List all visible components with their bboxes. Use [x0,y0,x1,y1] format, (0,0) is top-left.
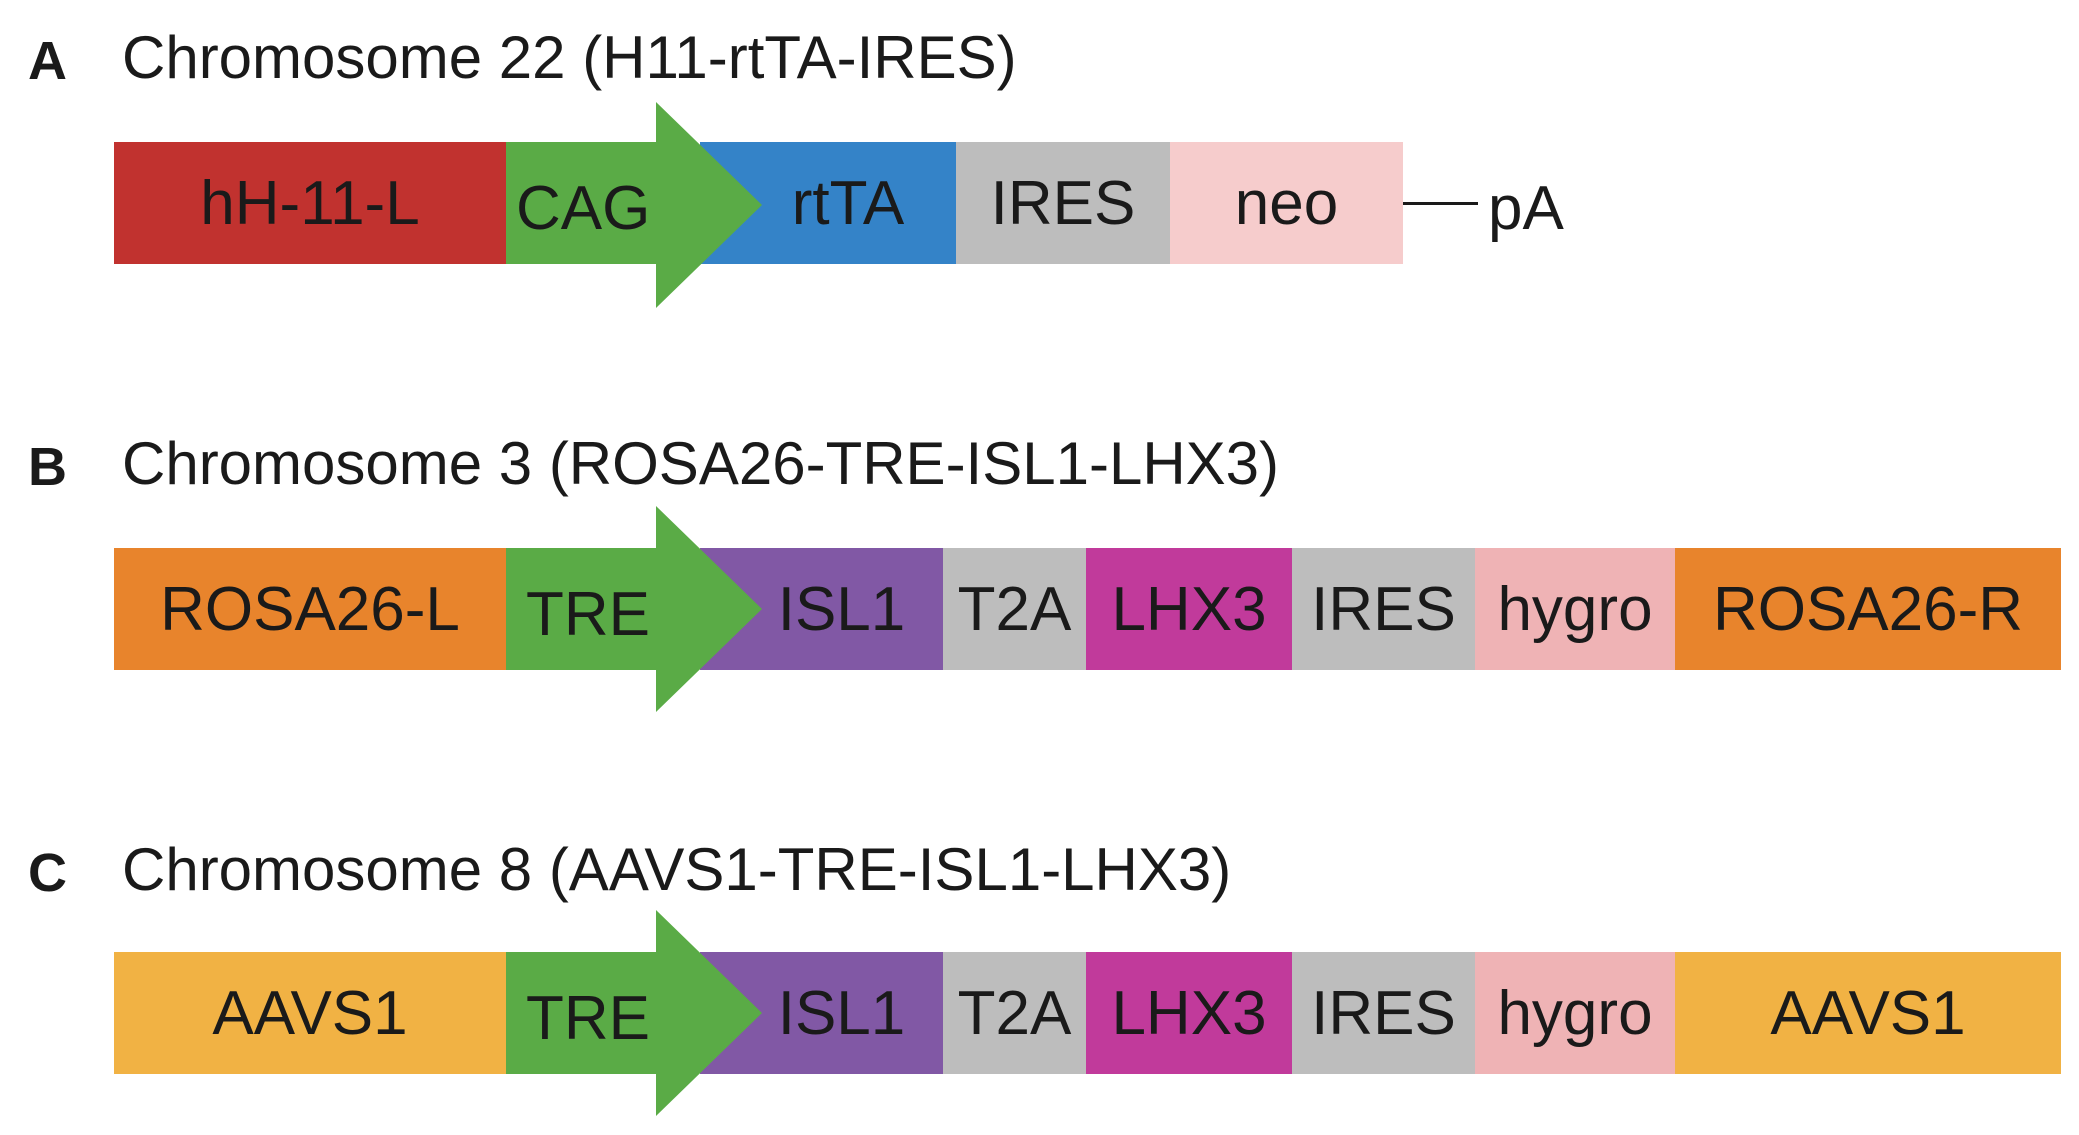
segment-t2a: T2A [943,952,1086,1074]
promoter-label-cag: CAG [516,174,651,243]
promoter-arrow-tre [506,506,762,712]
polya-label: pA [1488,174,1564,243]
promoter-arrow-cag [506,102,762,308]
panel-b-title: Chromosome 3 (ROSA26-TRE-ISL1-LHX3) [122,430,1280,497]
panel-c-letter: C [28,843,67,903]
promoter-label-tre: TRE [526,984,650,1053]
segment-hygro: hygro [1475,548,1675,670]
segment-lhx3: LHX3 [1086,952,1292,1074]
promoter-arrow-tre [506,910,762,1116]
panel-a-title: Chromosome 22 (H11-rtTA-IRES) [122,24,1017,91]
polya-line [1403,202,1478,205]
segment-rosa26-l: ROSA26-L [114,548,506,670]
segment-t2a: T2A [943,548,1086,670]
segment-ires: IRES [1292,952,1475,1074]
segment-ires: IRES [956,142,1170,264]
panel-c-title: Chromosome 8 (AAVS1-TRE-ISL1-LHX3) [122,836,1232,903]
panel-b-letter: B [28,437,67,497]
segment-aavs1-right: AAVS1 [1675,952,2061,1074]
panel-a-letter: A [28,31,67,91]
segment-isl1: ISL1 [700,952,943,1074]
segment-lhx3: LHX3 [1086,548,1292,670]
segment-hygro: hygro [1475,952,1675,1074]
promoter-label-tre: TRE [526,580,650,649]
segment-aavs1-left: AAVS1 [114,952,506,1074]
segment-rosa26-r: ROSA26-R [1675,548,2061,670]
segment-hh11-l: hH-11-L [114,142,506,264]
segment-neo: neo [1170,142,1403,264]
segment-ires: IRES [1292,548,1475,670]
